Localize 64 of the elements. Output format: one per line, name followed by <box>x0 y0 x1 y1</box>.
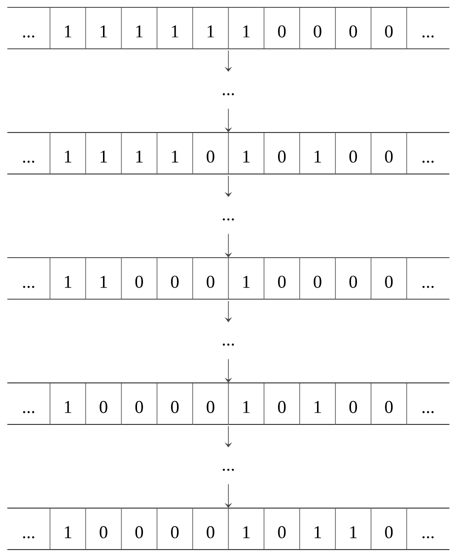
tape-symbol: 1 <box>64 25 72 38</box>
ellipsis: ... <box>222 93 234 96</box>
tape-symbol: 1 <box>64 526 72 538</box>
ellipsis: ... <box>422 536 434 538</box>
tape-symbol: 0 <box>278 25 286 38</box>
tape-symbol: 1 <box>64 150 72 162</box>
tape-symbol: 0 <box>171 276 179 288</box>
tape-symbol: 1 <box>243 25 250 38</box>
ellipsis: ... <box>222 344 234 346</box>
tape-symbol: 0 <box>385 276 393 288</box>
tape-symbol: 0 <box>385 25 393 38</box>
tape-symbol: 0 <box>385 150 393 163</box>
tape-symbol: 0 <box>314 276 322 288</box>
tape-symbol: 0 <box>100 400 108 414</box>
tape-symbol: 0 <box>278 150 286 163</box>
tape-symbol: 1 <box>100 276 107 288</box>
tape-symbol: 1 <box>100 25 107 38</box>
tape-symbol: 0 <box>206 276 214 288</box>
tape-symbol: 0 <box>171 526 179 538</box>
tape-symbol: 0 <box>206 400 214 414</box>
tape-symbol: 1 <box>243 276 250 288</box>
tape-symbol: 1 <box>136 25 143 38</box>
ellipsis: ... <box>23 160 34 163</box>
ellipsis: ... <box>23 536 34 538</box>
tape-symbol: 1 <box>64 276 72 288</box>
ellipsis: ... <box>222 218 234 220</box>
tape-symbol: 0 <box>171 400 179 414</box>
ellipsis: ... <box>422 411 434 414</box>
tape-symbol: 0 <box>278 400 286 414</box>
tape-symbol: 0 <box>206 526 214 538</box>
tape-symbol: 0 <box>278 276 286 288</box>
ellipsis: ... <box>422 286 434 288</box>
tape-symbol: 0 <box>385 526 393 538</box>
tape-symbol: 0 <box>314 25 322 38</box>
tape-symbol: 1 <box>136 150 143 162</box>
tape-symbol: 1 <box>314 401 321 413</box>
tape-symbol: 1 <box>243 401 250 413</box>
tape-symbol: 0 <box>349 25 357 38</box>
tape-symbol: 1 <box>208 25 214 38</box>
ellipsis: ... <box>422 35 434 38</box>
ellipsis: ... <box>23 286 34 288</box>
tape-symbol: 1 <box>172 25 178 38</box>
tape-symbol: 1 <box>243 526 250 538</box>
tape-symbol: 0 <box>135 526 143 538</box>
tape-symbol: 1 <box>64 401 72 413</box>
tape-symbol: 0 <box>100 526 108 538</box>
tape-symbol: 0 <box>349 150 357 163</box>
ellipsis: ... <box>222 468 234 471</box>
tape-symbol: 1 <box>172 150 178 162</box>
tape-symbol: 1 <box>350 526 357 538</box>
tape-symbol: 1 <box>100 150 107 162</box>
tape-symbol: 1 <box>243 150 250 162</box>
tape-symbol: 0 <box>349 276 357 288</box>
tape-symbol: 0 <box>349 400 357 414</box>
tape-symbol: 0 <box>135 276 143 288</box>
ellipsis: ... <box>23 411 34 414</box>
tape-symbol: 0 <box>385 400 393 414</box>
tape-symbol: 0 <box>135 400 143 414</box>
tape-symbol: 0 <box>278 526 286 538</box>
ellipsis: ... <box>422 160 434 163</box>
tape-symbol: 0 <box>206 150 214 163</box>
tape-symbol: 1 <box>314 526 321 538</box>
ellipsis: ... <box>23 35 34 38</box>
tape-symbol: 1 <box>314 150 321 162</box>
